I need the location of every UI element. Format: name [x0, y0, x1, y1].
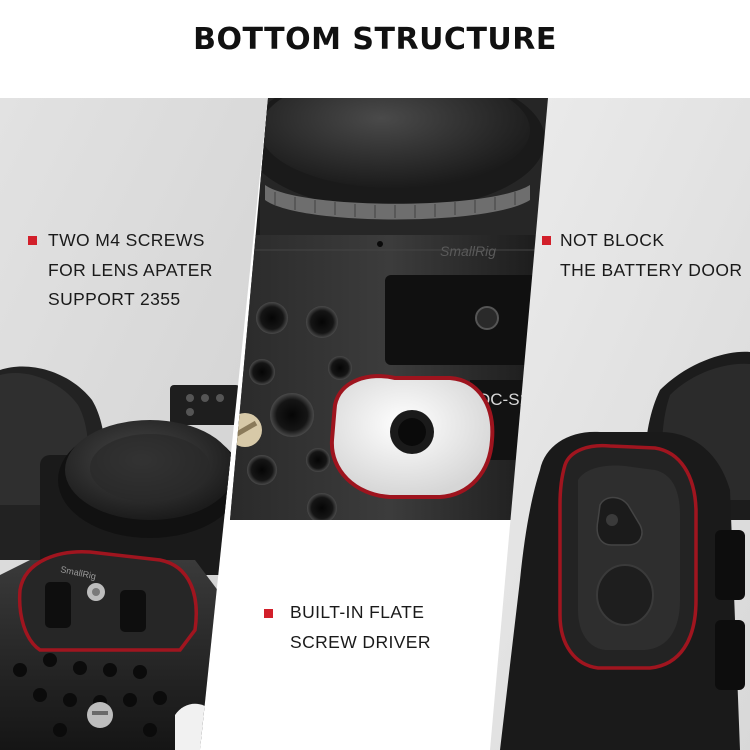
page-title: BOTTOM STRUCTURE	[193, 22, 557, 57]
middle-white-band	[200, 520, 548, 750]
brand-engraving-middle: SmallRig	[440, 243, 496, 259]
callout-right-line-1: NOT BLOCK	[560, 230, 665, 250]
callout-battery-door: NOT BLOCK THE BATTERY DOOR	[560, 226, 742, 285]
camera-model-label: DC-S1	[478, 390, 529, 409]
callout-screw-driver: BUILT-IN FLATE SCREW DRIVER	[290, 598, 431, 657]
callout-lens-adapter-support: TWO M4 SCREWS FOR LENS APATER SUPPORT 23…	[48, 226, 213, 315]
callout-bottom-line-1: BUILT-IN FLATE	[290, 602, 425, 622]
middle-product-panel: SmallRig DC-S1	[230, 98, 548, 520]
callout-bottom-bullet	[264, 609, 273, 618]
callout-left-bullet	[28, 236, 37, 245]
left-product-panel: SmallRig	[0, 98, 268, 750]
callout-left-line-3: SUPPORT 2355	[48, 289, 181, 309]
header-bar: BOTTOM STRUCTURE	[0, 0, 750, 95]
callout-left-line-2: FOR LENS APATER	[48, 259, 213, 280]
callout-bottom-line-2: SCREW DRIVER	[290, 631, 431, 652]
right-product-panel	[490, 98, 750, 750]
callout-right-bullet	[542, 236, 551, 245]
callout-right-line-2: THE BATTERY DOOR	[560, 259, 743, 280]
callout-left-line-1: TWO M4 SCREWS	[48, 230, 205, 250]
